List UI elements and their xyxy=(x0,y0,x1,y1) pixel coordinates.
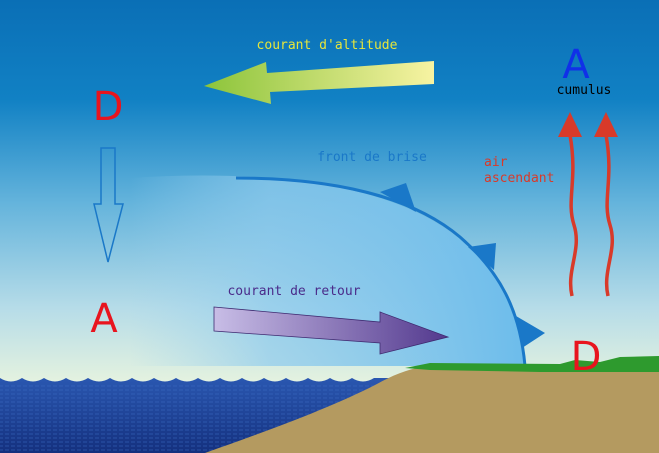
upper-current-arrow xyxy=(204,61,434,104)
return-current-label: courant de retour xyxy=(227,284,360,299)
breeze-front-label: front de brise xyxy=(317,150,427,165)
rising-air-arrowhead-right xyxy=(594,112,618,137)
front-barb xyxy=(516,316,545,348)
cumulus-label: cumulus xyxy=(557,83,612,98)
front-barb xyxy=(380,183,416,212)
upper-current-label: courant d'altitude xyxy=(257,38,398,53)
rising-air-arrow-left xyxy=(568,134,579,297)
low-pressure-bottom-right: D xyxy=(571,334,602,380)
front-barb xyxy=(468,243,496,270)
grass xyxy=(405,356,659,372)
high-pressure-bottom-left: A xyxy=(90,296,118,342)
high-pressure-top-right: A xyxy=(562,42,590,88)
return-current-arrow xyxy=(213,306,450,355)
low-pressure-top-left: D xyxy=(93,84,124,130)
rising-air-label-line2: ascendant xyxy=(484,171,554,186)
rising-air-arrowhead-left xyxy=(558,112,582,137)
land xyxy=(205,366,659,453)
breeze-front-line xyxy=(235,176,527,367)
rising-air-arrow-right xyxy=(604,134,615,297)
descending-air-arrow xyxy=(93,147,124,263)
rising-air-label-line1: air xyxy=(484,155,508,170)
